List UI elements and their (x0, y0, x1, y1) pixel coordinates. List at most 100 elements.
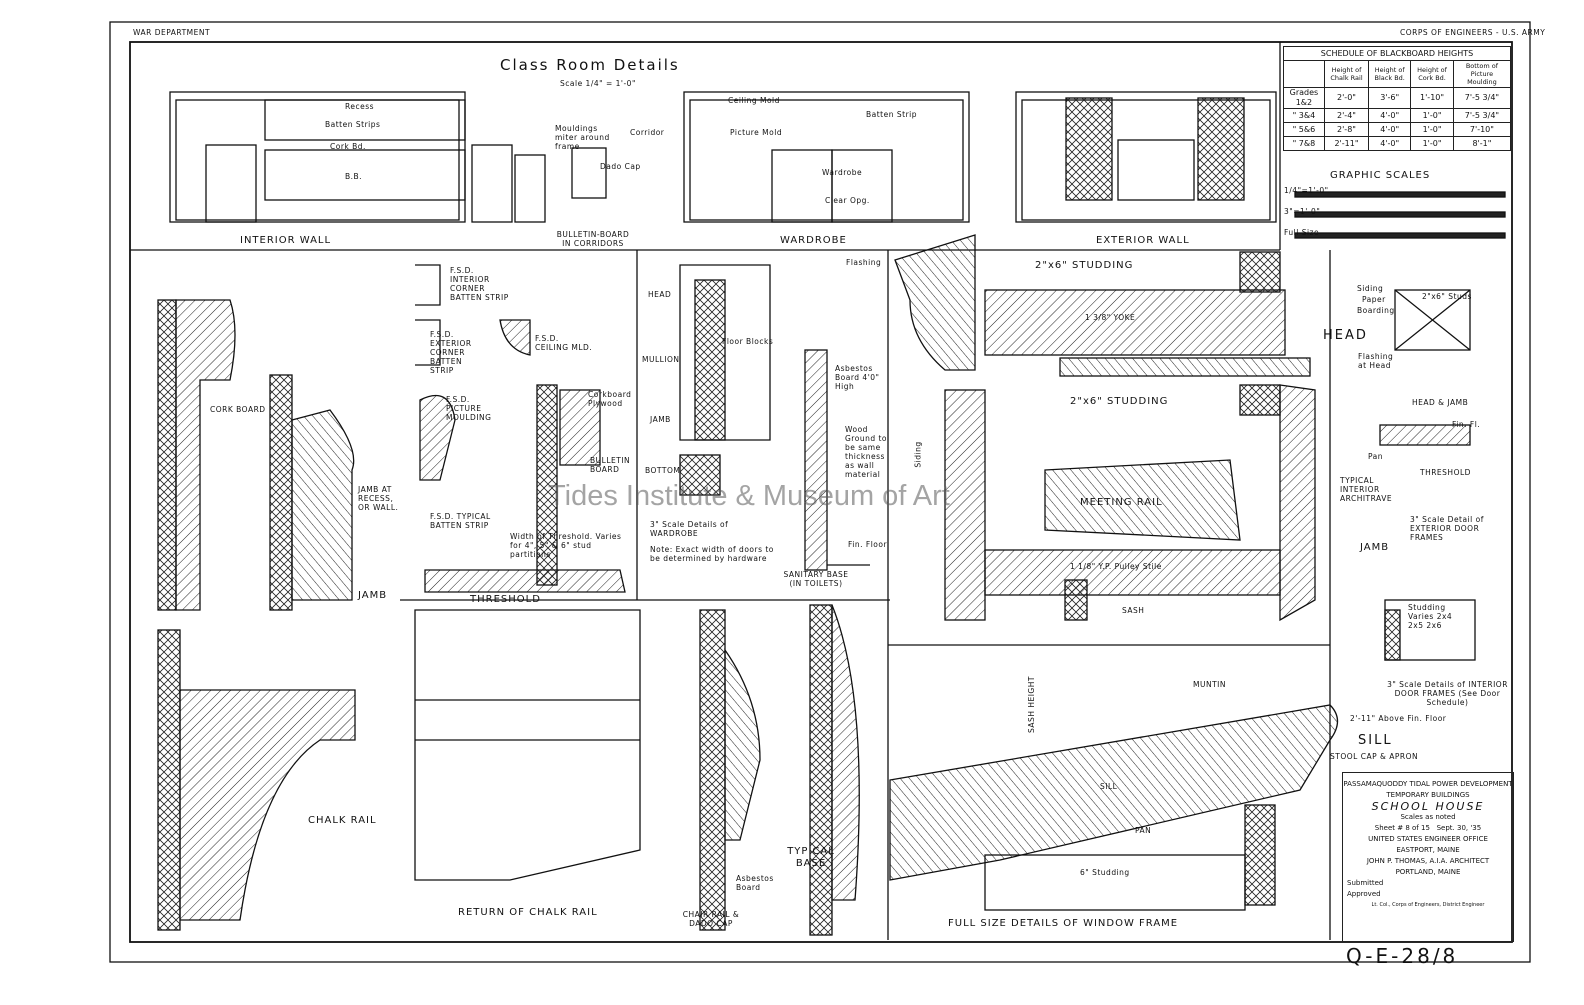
cell: Grades 1&2 (1283, 87, 1325, 109)
tb-sheet: Sheet # 8 of 15 (1374, 824, 1430, 832)
label-wood-ground: Wood Ground to be same thickness as wall… (845, 425, 887, 479)
department-label: WAR DEPARTMENT (133, 28, 211, 37)
tb-location: EASTPORT, MAINE (1396, 846, 1460, 854)
label-pan-2: Pan (1368, 452, 1384, 461)
label-jamb-recess: JAMB AT RECESS, OR WALL. (358, 485, 399, 512)
label-head-jamb: HEAD & JAMB (1412, 398, 1469, 407)
note-dado: Dado Cap (600, 162, 641, 171)
label-ext-door-title: 3" Scale Detail of EXTERIOR DOOR FRAMES (1410, 515, 1484, 542)
note-cork: Cork Bd. (330, 142, 366, 151)
label-bottom: BOTTOM (645, 466, 681, 475)
cell: 3'-6" (1368, 87, 1412, 109)
label-pan: PAN (1135, 826, 1152, 835)
tb-sub: TEMPORARY BUILDINGS (1386, 791, 1470, 799)
title-scale: Scale 1/4" = 1'-0" (560, 79, 636, 88)
label-sanitary-base: SANITARY BASE (IN TOILETS) (783, 570, 849, 588)
title-block: PASSAMAQUODDY TIDAL POWER DEVELOPMENT TE… (1342, 772, 1514, 942)
label-chalk-rail: CHALK RAIL (308, 815, 377, 826)
label-chair-rail: CHAIR RAIL & DADO CAP (682, 910, 740, 928)
cell: " 3&4 (1283, 108, 1325, 123)
label-ext-boarding: Boarding (1357, 306, 1395, 315)
tb-approved: Approved (1347, 890, 1381, 898)
note-corridor: Corridor (630, 128, 665, 137)
cell: 2'-4" (1323, 108, 1370, 123)
graphic-scales-title: GRAPHIC SCALES (1330, 170, 1431, 181)
label-corkboard-plywood: Corkboard Plywood (588, 390, 632, 408)
cell: 7'-5 3/4" (1452, 108, 1512, 123)
tb-project: PASSAMAQUODDY TIDAL POWER DEVELOPMENT (1343, 780, 1513, 788)
tb-rank: Lt. Col., Corps of Engineers, District E… (1371, 902, 1485, 908)
cell: 2'-8" (1323, 122, 1370, 137)
note-clear-opg: Clear Opg. (825, 196, 870, 205)
cell: " 5&6 (1283, 122, 1325, 137)
cell: 7'-5 3/4" (1452, 87, 1512, 109)
page-title: Class Room Details (500, 56, 680, 74)
label-mullion: MULLION (642, 355, 680, 364)
note-batten-strip: Batten Strip (866, 110, 918, 119)
label-sash-height: SASH HEIGHT (1026, 676, 1036, 733)
label-yoke: 1 3/8" YOKE (1085, 313, 1136, 322)
note-wardrobe: Wardrobe (822, 168, 863, 177)
cell: 2'-11" (1323, 136, 1370, 151)
note-bb: B.B. (345, 172, 363, 181)
label-bulletin: BULLETIN BOARD (590, 456, 631, 474)
corps-label: CORPS OF ENGINEERS - U.S. ARMY (1400, 28, 1546, 37)
label-head-window: HEAD (1323, 328, 1368, 343)
scale-quarter: 1/4"=1'-0" (1284, 186, 1329, 195)
cell: 8'-1" (1452, 136, 1512, 151)
watermark: Tides Institute & Museum of Art (548, 480, 950, 512)
label-fsd-ceiling: F.S.D. CEILING MLD. (535, 334, 593, 352)
cell: 2'-0" (1323, 87, 1370, 109)
label-asbestos-board: Asbestos Board (736, 874, 774, 892)
drawing-number: Q-E-28/8 (1346, 944, 1459, 968)
cell: 4'-0" (1368, 122, 1412, 137)
label-floor-blocks: Floor Blocks (722, 337, 774, 346)
tb-building: SCHOOL HOUSE (1371, 800, 1485, 813)
label-fin-floor: Fin. Floor (848, 540, 888, 549)
label-jamb-wardrobe: JAMB (650, 415, 671, 424)
label-wardrobe-note: Note: Exact width of doors to be determi… (650, 545, 774, 563)
label-fsd-picture: F.S.D. PICTURE MOULDING (446, 395, 492, 422)
schedule-title: SCHEDULE OF BLACKBOARD HEIGHTS (1283, 46, 1511, 61)
label-threshold-2: THRESHOLD (1420, 468, 1471, 477)
schedule-header: Bottom of Picture Moulding (1452, 60, 1512, 88)
tb-city: PORTLAND, MAINE (1395, 868, 1461, 876)
label-jamb: JAMB (358, 590, 388, 601)
label-cork-board: CORK BOARD (210, 405, 266, 414)
label-meeting-rail: MEETING RAIL (1080, 497, 1163, 508)
schedule-header: Height of Black Bd. (1368, 60, 1412, 88)
label-sill-2: SILL (1358, 733, 1393, 748)
label-studding-top: 2"x6" STUDDING (1035, 260, 1134, 271)
cell: 1'-0" (1410, 136, 1454, 151)
label-flashing: Flashing (846, 258, 882, 267)
schedule-header (1283, 60, 1325, 88)
label-studding-6: 6" Studding (1080, 868, 1130, 877)
note-mouldings: Mouldings miter around frame (555, 124, 610, 151)
schedule-header: Height of Cork Bd. (1410, 60, 1454, 88)
label-exterior-wall: EXTERIOR WALL (1096, 235, 1190, 246)
label-ext-paper: Paper (1362, 295, 1386, 304)
label-head: HEAD (648, 290, 672, 299)
label-fsd-typical: F.S.D. TYPICAL BATTEN STRIP (430, 512, 491, 530)
label-int-door-title: 3" Scale Details of INTERIOR DOOR FRAMES… (1387, 680, 1508, 707)
note-batten: Batten Strips (325, 120, 381, 129)
label-threshold: THRESHOLD (470, 594, 541, 605)
label-stool-cap: STOOL CAP & APRON (1330, 752, 1419, 761)
cell: 1'-0" (1410, 122, 1454, 137)
tb-office: UNITED STATES ENGINEER OFFICE (1368, 835, 1488, 843)
label-pulley-stile: 1 1/8" Y.P. Pulley Stile (1070, 562, 1162, 571)
scale-full-size: Full Size (1284, 228, 1320, 237)
label-siding: Siding (913, 441, 923, 468)
scale-three-inch: 3"=1'-0" (1284, 207, 1321, 216)
label-studding-middle: 2"x6" STUDDING (1070, 396, 1169, 407)
label-ext-flashing: Flashing at Head (1358, 352, 1394, 370)
cell: 7'-10" (1452, 122, 1512, 137)
label-wardrobe-title: 3" Scale Details of WARDROBE (650, 520, 729, 538)
cell: " 7&8 (1283, 136, 1325, 151)
label-studding-varies: Studding Varies 2x4 2x5 2x6 (1408, 603, 1453, 630)
cell: 4'-0" (1368, 136, 1412, 151)
label-return-chalk-rail: RETURN OF CHALK RAIL (458, 907, 598, 918)
label-architrave: TYPICAL INTERIOR ARCHITRAVE (1340, 476, 1393, 503)
